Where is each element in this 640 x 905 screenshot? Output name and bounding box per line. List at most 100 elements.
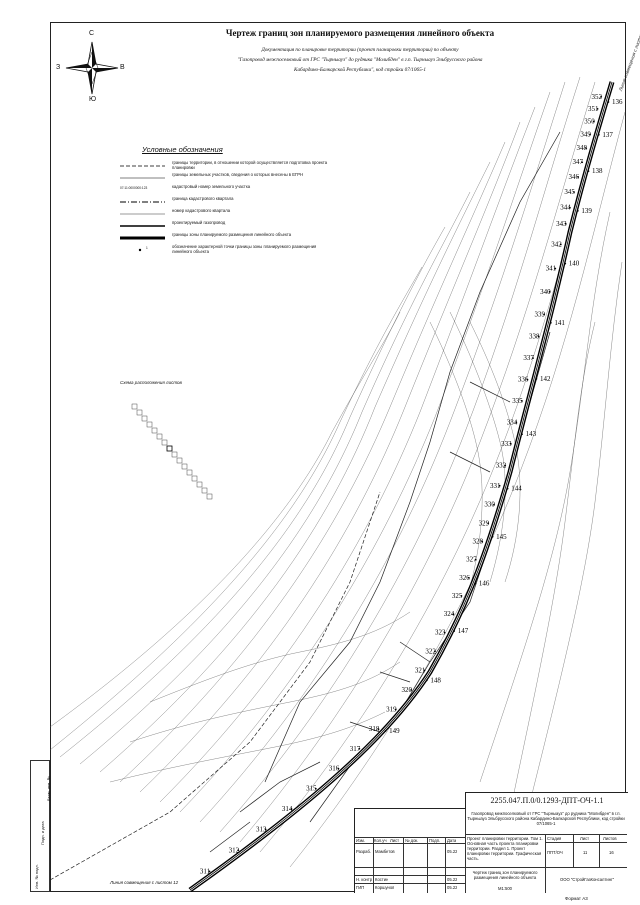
stamp-sheet-number: 11 — [583, 850, 588, 855]
zone-point-label: 324 — [444, 610, 455, 618]
zone-point-label: 148 — [430, 676, 441, 684]
zone-point-marker — [585, 147, 588, 150]
zone-point-label: 341 — [546, 265, 557, 273]
zone-point-label: 328 — [473, 538, 484, 546]
zone-point-marker — [592, 120, 595, 123]
zone-point-marker — [481, 540, 484, 543]
stamp-sheets-count: 16 — [609, 850, 614, 855]
zone-point-label: 337 — [523, 354, 534, 362]
compass-star-icon — [65, 41, 119, 95]
zone-boundary-icon — [120, 236, 165, 240]
zone-point-marker — [549, 321, 552, 324]
zone-point-label: 333 — [501, 440, 512, 448]
zone-point-marker — [535, 377, 538, 380]
zone-point-marker — [559, 243, 562, 246]
zone-point-label: 347 — [573, 158, 584, 166]
legend-item: границы земельных участков, сведения о к… — [120, 172, 340, 184]
zone-point-marker — [237, 849, 240, 852]
dash-dot-line-icon — [120, 201, 165, 203]
zone-point-marker — [521, 433, 523, 436]
zone-point-label: 323 — [435, 629, 446, 637]
stamp-head-cell: Дата — [447, 838, 457, 843]
zone-point-label: 139 — [581, 207, 592, 215]
zone-point-marker — [491, 535, 494, 538]
stamp-head-cell: Подп. — [429, 838, 441, 843]
zone-point-marker — [520, 399, 523, 402]
stamp-role: ГИП — [356, 885, 365, 890]
zone-point-marker — [443, 631, 446, 634]
stamp-head-cell: Кол.уч — [374, 838, 387, 843]
legend-item: 1 обозначение характерной точки границы … — [120, 244, 340, 260]
zone-point-label: 334 — [507, 418, 518, 426]
zone-point-marker — [423, 669, 426, 672]
contour-lines — [50, 76, 626, 868]
stamp-sheet-title: Чертеж границ зон планируемого размещени… — [472, 870, 538, 880]
zone-point-marker — [452, 613, 455, 616]
stamp-role: Разраб. — [356, 849, 372, 854]
zone-point-marker — [509, 442, 512, 445]
compass-rose: С Ю З В — [56, 30, 125, 103]
zone-point-label: 330 — [484, 501, 495, 509]
zone-point-label: 348 — [577, 144, 588, 152]
side-stamp-cell: Подп. и дата — [40, 821, 45, 845]
zone-point-label: 342 — [551, 241, 562, 249]
sheet-format: Формат A3 — [565, 896, 588, 901]
zone-point-label: 329 — [479, 519, 490, 527]
zone-point-marker — [548, 290, 551, 293]
zone-point-marker — [358, 747, 361, 750]
stamp-name: Костин — [375, 877, 389, 882]
zone-point-marker — [587, 170, 590, 172]
zone-point-label: 339 — [535, 310, 546, 318]
zone-point-marker — [577, 175, 579, 178]
compass-north: С — [89, 30, 95, 37]
zone-point-label: 146 — [479, 580, 490, 588]
compass-east: В — [120, 64, 125, 71]
zone-point-marker — [543, 313, 546, 316]
stamp-date: 05.22 — [447, 885, 458, 890]
site-map: 3113123133143153163173183193203213223233… — [50, 76, 626, 892]
zone-point-marker — [576, 209, 579, 212]
side-stamp: Инв. № подл. Подп. и дата Взам. инв. № — [30, 760, 51, 892]
zone-point-marker — [589, 133, 591, 136]
zone-point-label: 137 — [602, 131, 613, 139]
zone-point-label: 321 — [415, 667, 426, 675]
zone-point-marker — [532, 357, 534, 360]
zone-point-label: 312 — [229, 846, 240, 854]
zone-point-label: 138 — [592, 167, 603, 175]
zone-point-label: 336 — [518, 376, 529, 384]
legend-item: проектируемый газопровод — [120, 220, 340, 232]
zone-point-marker — [264, 828, 267, 831]
stamp-date: 05.22 — [447, 849, 458, 854]
zone-point-marker — [493, 503, 495, 506]
zone-point-label: 136 — [612, 98, 623, 106]
zone-point-marker — [453, 630, 456, 632]
zone-point-marker — [474, 582, 477, 585]
subtitle-line: Документация по планировке территории (п… — [261, 47, 459, 53]
zone-point-marker — [597, 133, 600, 136]
subtitle-line: Кабардино-Балкарской Республики", код ст… — [294, 67, 426, 73]
zone-point-label: 345 — [564, 188, 575, 196]
zone-point-marker — [504, 464, 507, 467]
legend-sample-point: 1 — [146, 246, 148, 250]
zone-point-marker — [568, 206, 571, 209]
zone-point-marker — [434, 650, 436, 653]
zone-point-label: 327 — [466, 556, 477, 564]
stamp-sheet-label: Лист — [580, 836, 590, 841]
zone-point-label: 317 — [350, 745, 361, 753]
zone-point-marker — [460, 595, 463, 597]
legend-item: номер кадастрового квартала — [120, 208, 340, 220]
zone-point-label: 335 — [512, 397, 523, 405]
stamp-sheets-label: Листов — [603, 836, 617, 841]
legend-sample-code: 07:11:0000000:123 — [120, 186, 148, 190]
zone-point-label: 318 — [369, 725, 380, 733]
zone-point-marker — [487, 522, 490, 525]
zone-point-marker — [467, 576, 470, 579]
compass-west: З — [56, 64, 61, 71]
zone-point-label: 311 — [200, 867, 211, 875]
zone-point-label: 147 — [458, 627, 469, 635]
zone-point-label: 143 — [526, 430, 537, 438]
zone-point-label: 145 — [496, 533, 507, 541]
zone-point-marker — [208, 870, 211, 873]
zone-point-marker — [537, 335, 540, 338]
